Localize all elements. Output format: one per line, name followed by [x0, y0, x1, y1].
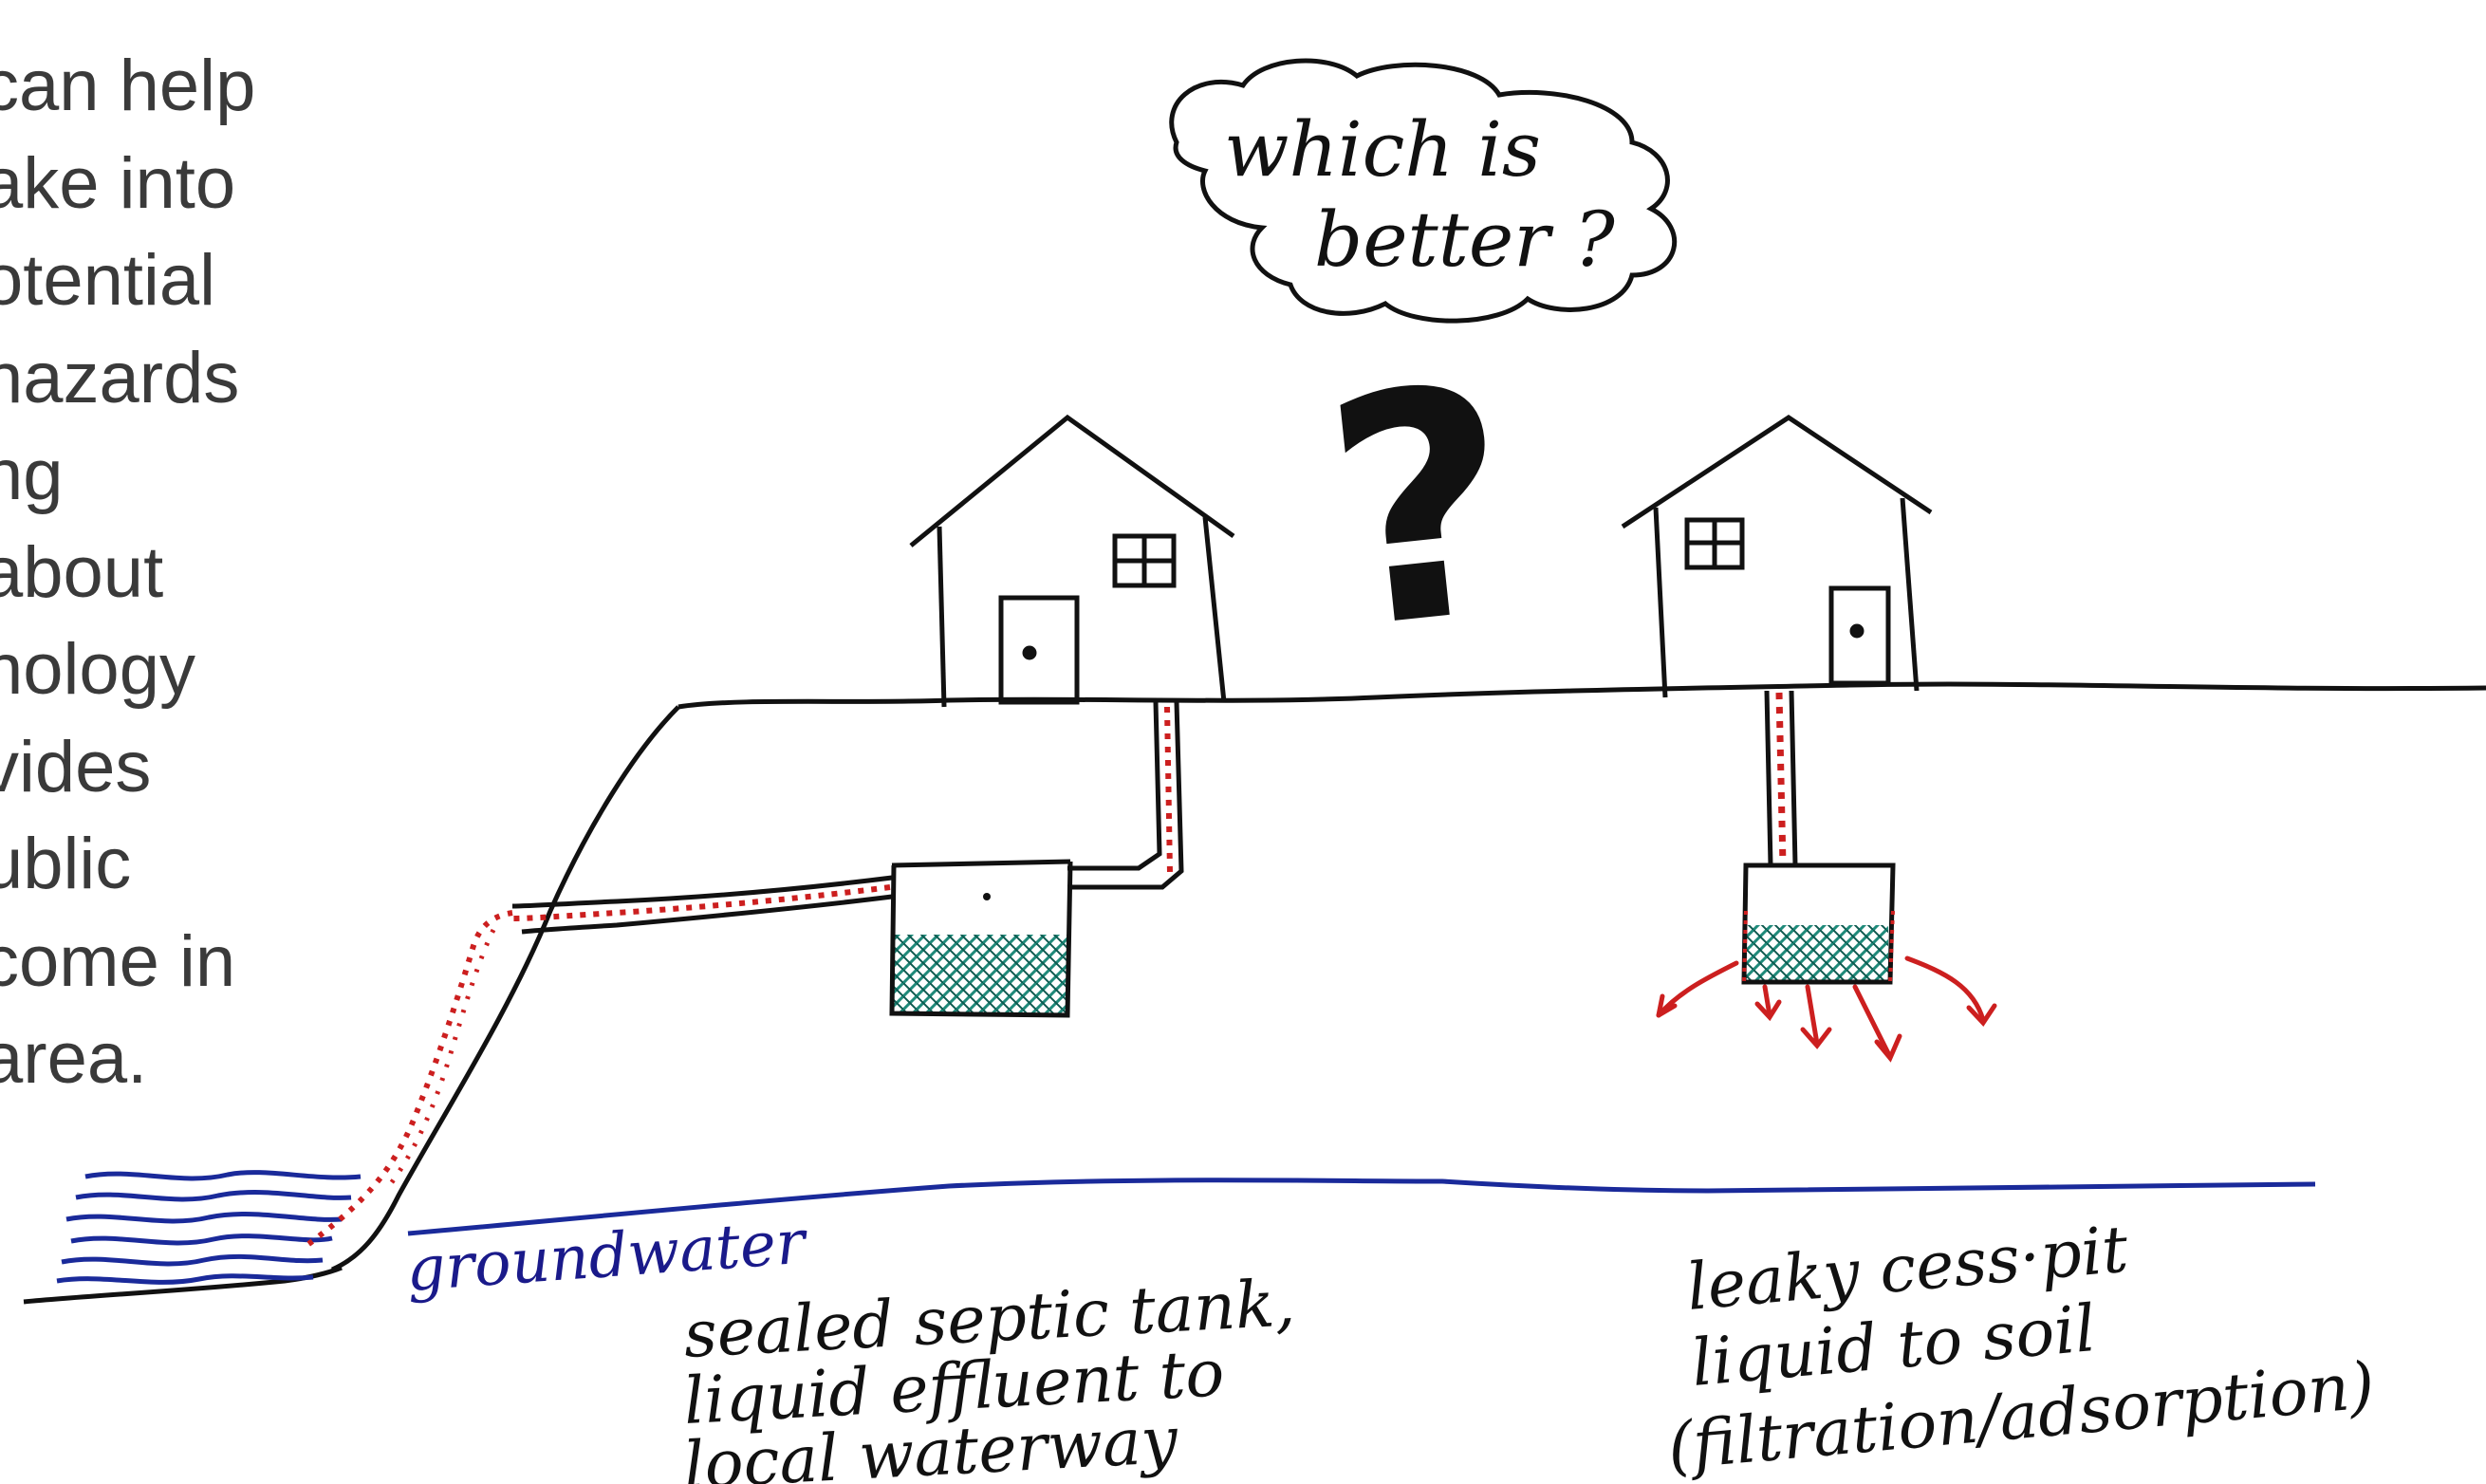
caption-right: leaky cess·pit liquid to soil (filtratio… [1665, 1213, 2378, 1484]
cess-pit [1744, 865, 1893, 982]
pipe-left-outflow [304, 878, 892, 1248]
question-mark: ? [1311, 318, 1531, 699]
septic-tank [892, 862, 1070, 1015]
caption-left: sealed septic tank, liquid effluent to l… [682, 1266, 1297, 1484]
pipe-right-vertical [1767, 691, 1795, 865]
thought-bubble: which is better ? [1172, 61, 1675, 321]
ground-slope [332, 707, 678, 1270]
pipe-left-vertical [1067, 702, 1181, 887]
house-left [911, 417, 1234, 707]
ground-surface [678, 684, 2486, 707]
thought-bubble-text-1: which is [1224, 105, 1541, 194]
waterway [57, 1173, 361, 1283]
groundwater-label: groundwater [404, 1208, 810, 1306]
shore-line [24, 1268, 342, 1302]
house-right [1623, 417, 1931, 697]
thought-bubble-text-2: better ? [1314, 195, 1616, 284]
